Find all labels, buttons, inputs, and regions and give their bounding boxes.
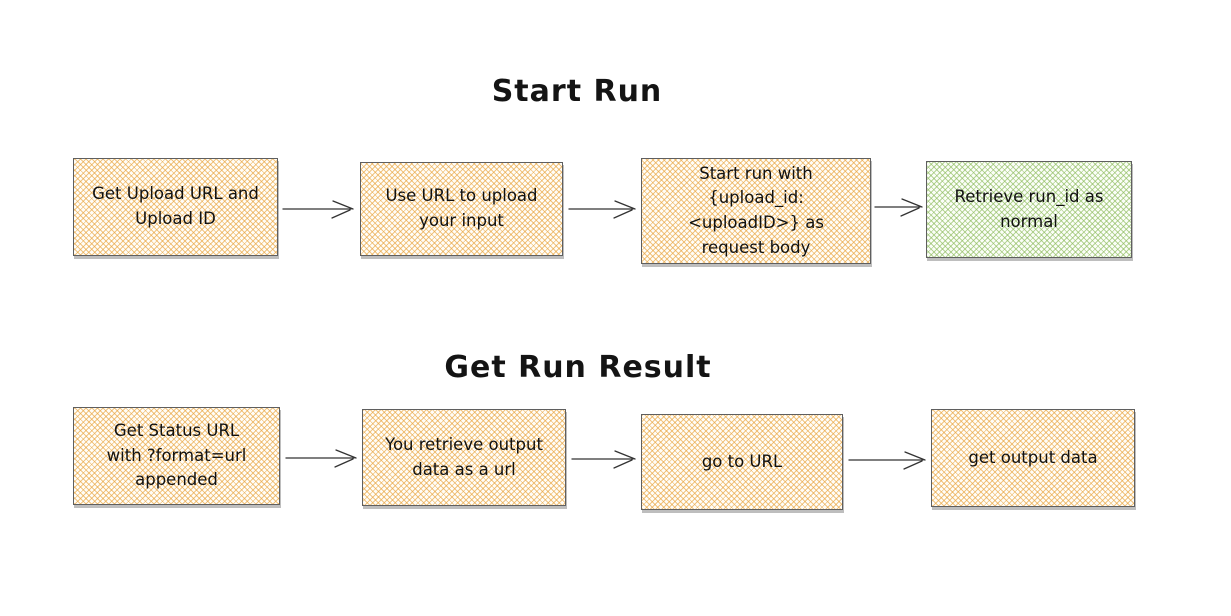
node-get-status-url: Get Status URL with ?format=url appended xyxy=(73,407,280,505)
node-label: Start run with {upload_id: <uploadID>} a… xyxy=(688,163,824,257)
arrow-use-url-to-start-run xyxy=(568,200,636,219)
arrow-status-url-to-retrieve-output xyxy=(285,449,357,468)
node-label: Retrieve run_id as normal xyxy=(954,186,1104,231)
node-use-url-to-upload: Use URL to upload your input xyxy=(360,162,563,256)
node-label: You retrieve output data as a url xyxy=(385,434,543,479)
section-title-start-run: Start Run xyxy=(491,74,663,109)
node-label: Use URL to upload your input xyxy=(385,186,538,230)
arrow-go-to-url-to-get-output xyxy=(848,451,926,470)
node-get-upload-url: Get Upload URL and Upload ID xyxy=(73,158,278,256)
section-title-get-run-result: Get Run Result xyxy=(444,350,712,385)
node-retrieve-output-as-url: You retrieve output data as a url xyxy=(362,409,566,506)
node-label: Get Status URL with ?format=url appended xyxy=(106,420,247,490)
node-retrieve-run-id: Retrieve run_id as normal xyxy=(926,161,1132,258)
arrow-start-run-to-retrieve-run-id xyxy=(874,198,923,217)
node-label: get output data xyxy=(968,447,1098,467)
node-go-to-url: go to URL xyxy=(641,414,843,510)
node-get-output-data: get output data xyxy=(931,409,1135,507)
arrow-upload-url-to-use-url xyxy=(282,200,354,219)
node-label: Get Upload URL and Upload ID xyxy=(92,184,259,228)
node-label: go to URL xyxy=(701,451,783,471)
arrow-retrieve-output-to-go-to-url xyxy=(571,450,636,469)
node-start-run-with-upload-id: Start run with {upload_id: <uploadID>} a… xyxy=(641,158,871,264)
